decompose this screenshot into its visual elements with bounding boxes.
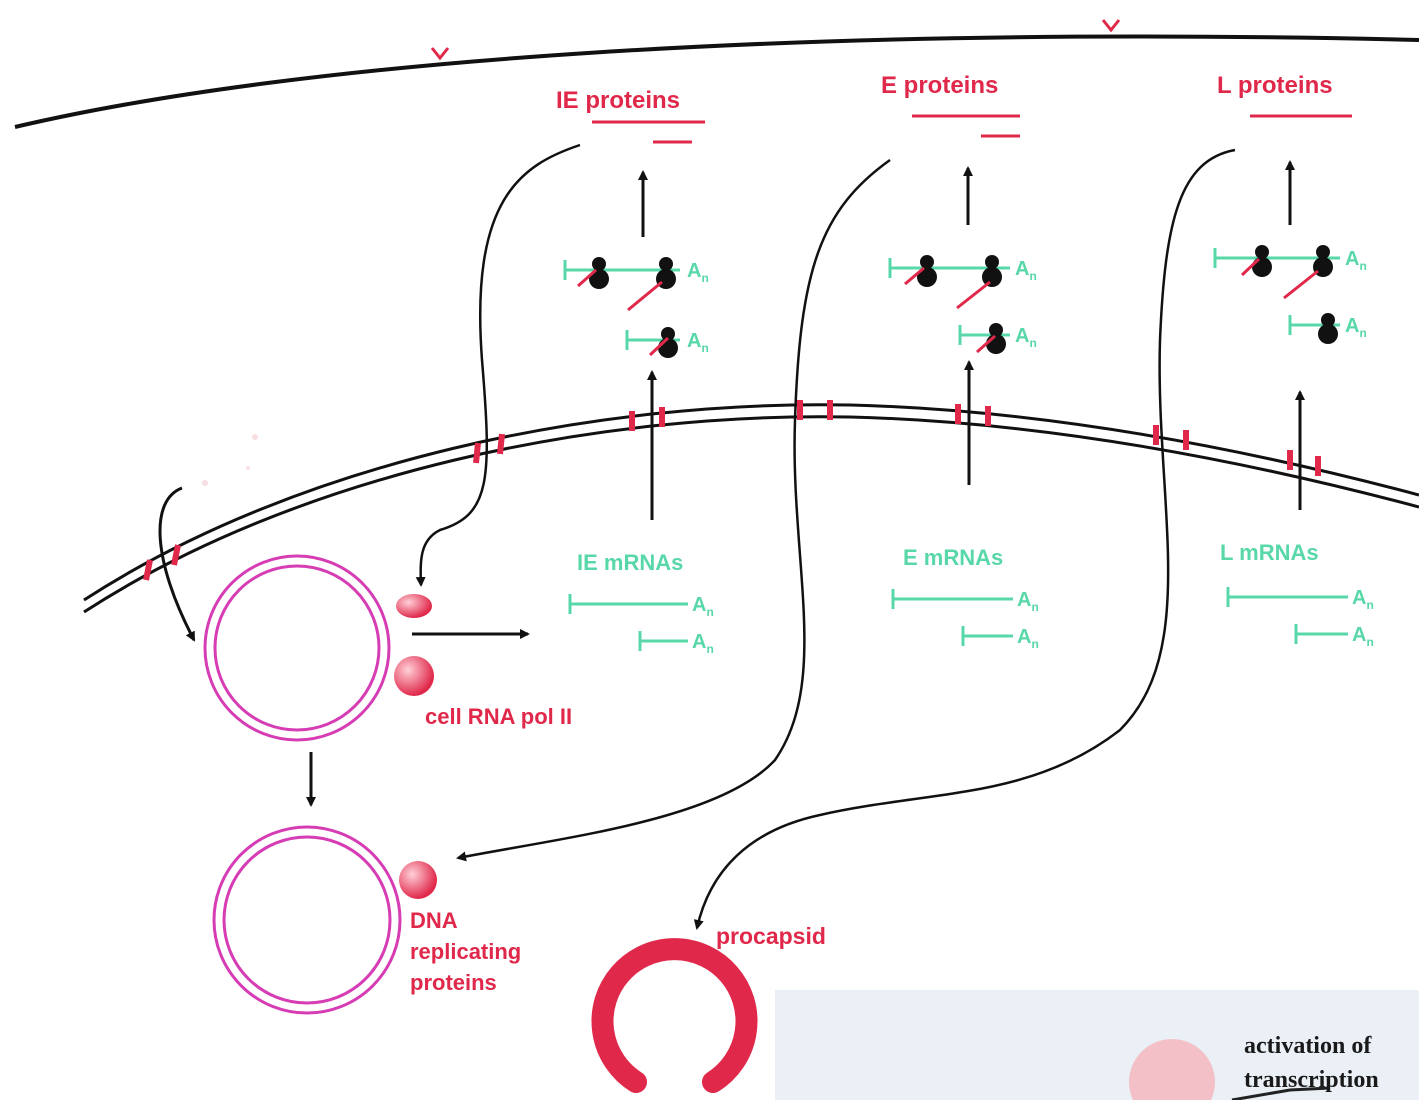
translation-ie: An An bbox=[563, 257, 709, 358]
stage-ie: IE proteins bbox=[556, 87, 705, 144]
svg-text:An: An bbox=[1345, 248, 1367, 273]
nuclear-envelope bbox=[83, 403, 1419, 614]
replicating-genome-circle bbox=[212, 825, 402, 1015]
mrna-l: L mRNAs An An bbox=[1220, 540, 1374, 649]
dna-replicating-label: DNA replicating proteins bbox=[410, 908, 527, 995]
l-mrnas-label: L mRNAs bbox=[1220, 540, 1319, 565]
transcription-arrows bbox=[158, 486, 530, 807]
inset-panel: activation of transcription bbox=[775, 990, 1419, 1100]
svg-text:An: An bbox=[1015, 258, 1037, 283]
inset-protein-icon bbox=[1129, 1039, 1215, 1100]
l-proteins-label: L proteins bbox=[1217, 72, 1333, 99]
procapsid-icon bbox=[591, 938, 758, 1093]
stage-l: L proteins bbox=[1217, 72, 1352, 118]
svg-text:An: An bbox=[1017, 589, 1039, 614]
ribosome-icon bbox=[589, 257, 678, 358]
nuclear-pore-icons bbox=[143, 400, 1321, 581]
svg-text:An: An bbox=[692, 594, 714, 619]
e-mrnas-label: E mRNAs bbox=[903, 545, 1003, 570]
rna-pol-label: cell RNA pol II bbox=[425, 704, 572, 729]
mrna-e: E mRNAs An An bbox=[891, 545, 1039, 651]
translation-e: An An bbox=[888, 255, 1037, 354]
rna-pol-ii-blob bbox=[394, 656, 434, 696]
svg-text:An: An bbox=[687, 330, 709, 355]
inset-label: activation of transcription bbox=[1244, 1033, 1379, 1093]
viral-genome-circle bbox=[203, 554, 391, 742]
ribosome-icon bbox=[1252, 245, 1338, 344]
svg-text:An: An bbox=[1352, 624, 1374, 649]
svg-text:An: An bbox=[1345, 315, 1367, 340]
protein-transport-arrows bbox=[415, 143, 1236, 930]
translation-l: An An bbox=[1213, 245, 1367, 344]
mrna-ie: IE mRNAs An An bbox=[568, 550, 714, 656]
ie-mrnas-label: IE mRNAs bbox=[577, 550, 683, 575]
svg-text:An: An bbox=[692, 631, 714, 656]
e-proteins-label: E proteins bbox=[881, 72, 998, 99]
stage-e: E proteins bbox=[881, 72, 1020, 138]
ie-protein-blob bbox=[396, 594, 432, 618]
plasma-membrane bbox=[14, 34, 1419, 129]
ribosome-icon bbox=[917, 255, 1006, 354]
export-arrows bbox=[638, 160, 1305, 520]
ie-proteins-label: IE proteins bbox=[556, 87, 680, 114]
procapsid-label: procapsid bbox=[716, 923, 826, 949]
svg-text:An: An bbox=[1015, 325, 1037, 350]
svg-text:An: An bbox=[1352, 587, 1374, 612]
svg-text:An: An bbox=[687, 260, 709, 285]
dna-replicating-protein-blob bbox=[399, 861, 437, 899]
membrane-receptor-icon bbox=[430, 19, 1121, 61]
svg-text:An: An bbox=[1017, 626, 1039, 651]
